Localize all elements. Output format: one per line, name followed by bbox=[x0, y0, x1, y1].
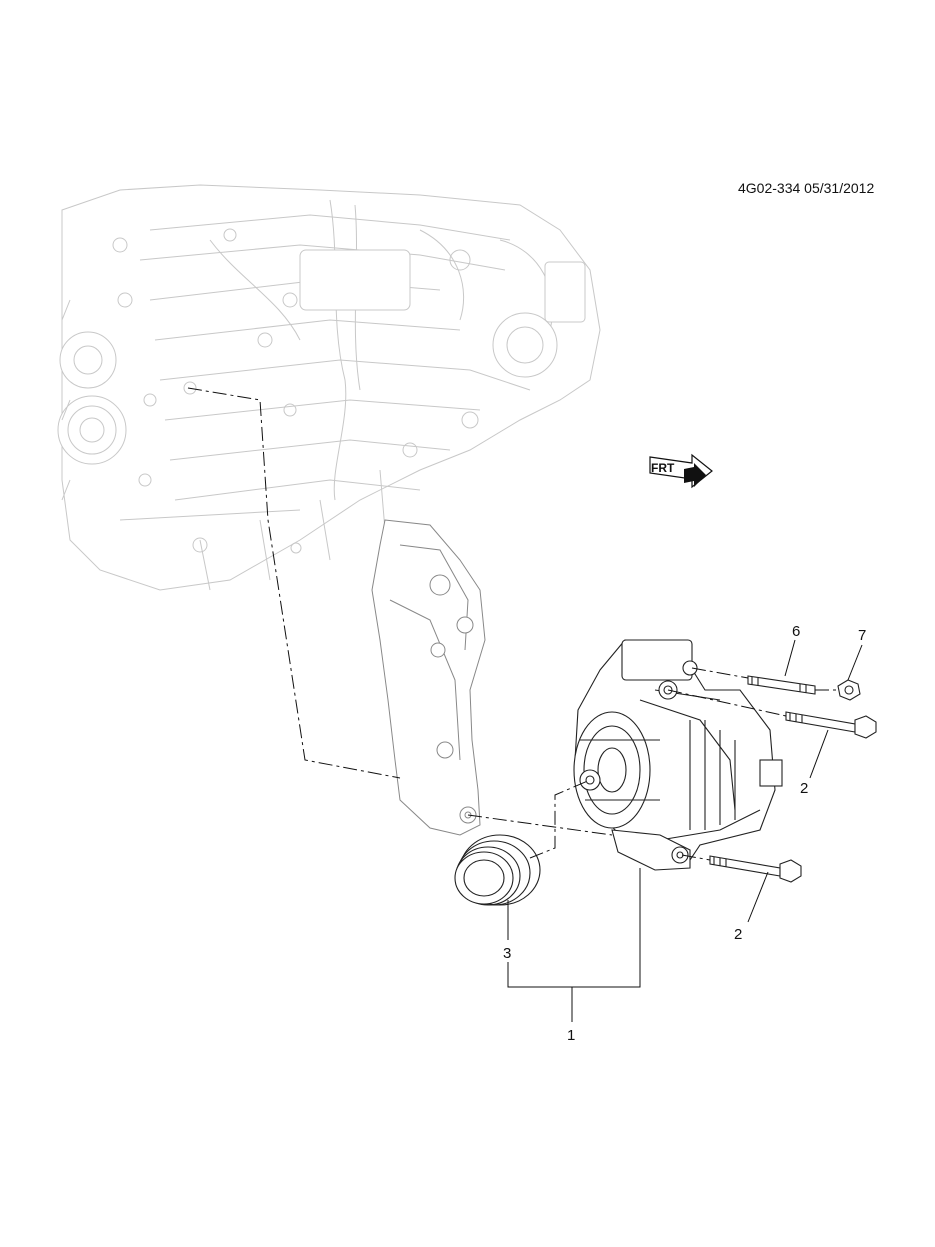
lower-bolt bbox=[709, 855, 802, 883]
generator-bracket bbox=[371, 519, 486, 836]
generator-assembly bbox=[573, 639, 783, 871]
callout-2b: 2 bbox=[734, 926, 742, 943]
callout-2a: 2 bbox=[800, 780, 808, 797]
stud bbox=[747, 675, 816, 695]
pulley bbox=[454, 834, 541, 906]
callout-7: 7 bbox=[858, 627, 866, 644]
front-arrow-icon: FRT bbox=[649, 453, 713, 489]
callout-3: 3 bbox=[503, 945, 511, 962]
nut bbox=[837, 679, 861, 701]
callout-1: 1 bbox=[567, 1027, 575, 1044]
leader-lines bbox=[507, 639, 863, 1022]
callout-labels: 6 7 2 2 3 1 bbox=[503, 623, 866, 1044]
drawing-id: 4G02-334 05/31/2012 bbox=[738, 180, 875, 196]
callout-6: 6 bbox=[792, 623, 800, 640]
upper-bolt bbox=[785, 711, 877, 739]
engine-block-ghost bbox=[57, 184, 601, 591]
alignment-lines bbox=[187, 387, 838, 861]
front-label: FRT bbox=[651, 461, 675, 475]
